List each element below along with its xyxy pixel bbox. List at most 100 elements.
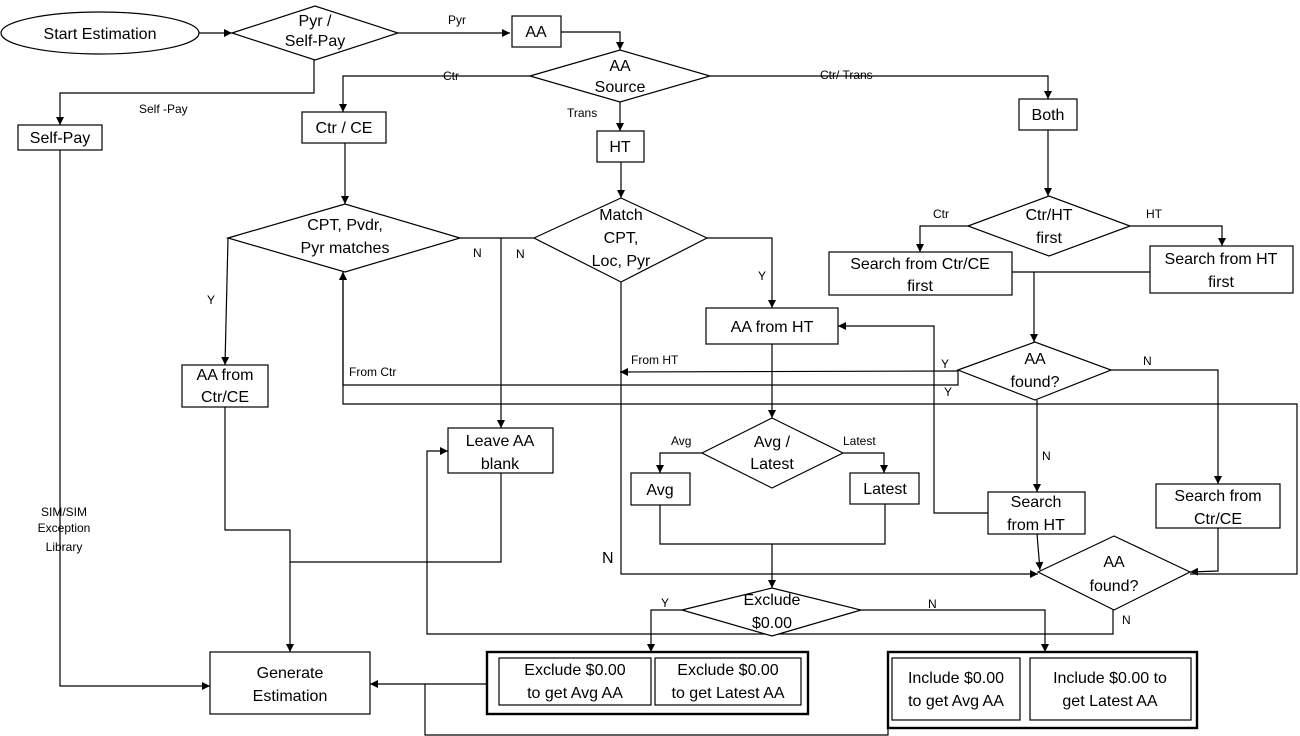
aa-from-ht-label: AA from HT [731,319,814,336]
excl-latest-line2: to get Latest AA [672,685,785,702]
exclude-line2: $0.00 [752,615,792,632]
aa-from-ctrce-line2: Ctr/CE [201,389,249,406]
exclude-latest-box: Exclude $0.00 to get Latest AA [654,657,802,706]
cpt-pvdr-decision: CPT, Pvdr, Pyr matches [225,203,463,273]
exclude-line1: Exclude [744,592,801,609]
edge-label-y-found1a: Y [941,357,949,371]
edge-aafromctrce-to-generate [224,407,294,652]
aa-from-ht-box: AA from HT [705,307,839,345]
search-from-ht-line2: from HT [1007,517,1065,534]
ctr-ce-label: Ctr / CE [316,120,373,137]
edge-ctrht-to-ht-first [1130,225,1226,246]
match-cpt-decision: Match CPT, Loc, Pyr [532,197,709,283]
search-from-ht-line1: Search [1011,494,1062,511]
aa-found-decision-2: AA found? [1036,535,1192,611]
edge-found2-n-to-leave [426,447,1114,635]
incl-latest-line1: Include $0.00 to [1053,670,1167,687]
aa-source-decision: AA Source [527,49,713,103]
include-latest-box: Include $0.00 to get Latest AA [1029,657,1192,721]
edge-label-from-ctr: From Ctr [349,365,396,379]
edge-pyr-to-selfpay [56,60,315,125]
incl-avg-line1: Include $0.00 [908,670,1004,687]
avg-latest-decision: Avg / Latest [700,417,845,489]
pyr-selfpay-line2: Self-Pay [285,33,345,50]
search-ctrce-first-line1: Search from Ctr/CE [850,256,990,273]
edge-cpt-to-aafromctrce [221,237,230,366]
search-ht-first-line1: Search from HT [1165,251,1278,268]
edge-match-to-aafromht [707,237,776,308]
edge-label-n-cpt: N [473,246,482,260]
edge-ctrht-to-ctrce-first [916,225,968,252]
edge-selfpay-to-generate [59,150,210,690]
edge-label-from-ht: From HT [631,353,679,367]
edge-label-pyr: Pyr [448,13,466,27]
edge-label-trans: Trans [567,106,597,120]
avg-label: Avg [646,482,673,499]
selfpay-box: Self-Pay [17,124,103,151]
avg-box: Avg [630,472,691,506]
edge-label-ht-2: HT [1146,207,1163,221]
cpt-pvdr-line1: CPT, Pvdr, [307,217,383,234]
avg-latest-line2: Latest [750,456,794,473]
edge-label-n-match: N [516,247,525,261]
aa-label: AA [525,24,547,41]
ctrht-first-line1: Ctr/HT [1025,207,1072,224]
edge-exclude-n [861,609,1049,652]
generate-line1: Generate [257,665,324,682]
aa-found1-line1: AA [1024,351,1046,368]
edge-label-avg: Avg [671,434,691,448]
ht-box: HT [596,130,645,163]
exclude-group-frame [485,650,810,716]
ht-label: HT [609,139,631,156]
latest-label: Latest [863,481,907,498]
ctrht-first-line2: first [1036,230,1062,247]
edge-found1-fromht [619,367,959,376]
edge-inclgroup-to-generate [424,684,889,736]
edge-match-n-down [620,282,1038,578]
search-ht-first-box: Search from HT first [1149,245,1294,294]
search-from-ctrce-line2: Ctr/CE [1194,511,1242,528]
leave-blank-line2: blank [481,456,520,473]
edge-label-y-exclude: Y [661,596,669,610]
aa-found1-line2: found? [1011,374,1060,391]
aa-box: AA [511,15,562,48]
edge-found1-to-searchctrce [1110,369,1222,484]
edge-avg-latest-merge [659,504,886,588]
edge-label-ctr: Ctr [443,69,459,83]
include-avg-box: Include $0.00 to get Avg AA [891,657,1021,721]
aa-source-line1: AA [609,58,631,75]
edge-label-n-found2: N [1122,613,1131,627]
edge-label-ctr-2: Ctr [933,207,949,221]
start-label: Start Estimation [44,26,157,43]
edge-label-n-big: N [602,550,614,567]
aa-from-ctrce-box: AA from Ctr/CE [181,364,269,408]
cpt-pvdr-line2: Pyr matches [301,240,390,257]
search-from-ctrce-box: Search from Ctr/CE [1155,483,1281,529]
generate-estimation-box: Generate Estimation [209,651,371,715]
leave-blank-line1: Leave AA [466,433,535,450]
excl-latest-line1: Exclude $0.00 [677,662,779,679]
edge-found2-y-back [339,272,1298,575]
include-group-frame [886,650,1199,730]
search-ctrce-first-line2: first [907,278,933,295]
match-cpt-line3: Loc, Pyr [592,253,651,270]
excl-avg-line1: Exclude $0.00 [524,662,626,679]
edge-source-to-both [710,75,1052,99]
edge-label-ctr-trans: Ctr/ Trans [820,68,873,82]
incl-avg-line2: to get Avg AA [908,693,1004,710]
aa-found-decision-1: AA found? [956,341,1113,401]
search-from-ht-box: Search from HT [987,491,1086,535]
aa-found2-line2: found? [1090,578,1139,595]
edge-label-n-exclude: N [928,597,937,611]
aa-source-line2: Source [595,79,646,96]
selfpay-label: Self-Pay [30,130,90,147]
edge-label-self-pay: Self -Pay [139,102,188,116]
edge-cpt-to-leave [460,237,505,428]
search-ctrce-first-box: Search from Ctr/CE first [828,251,1013,296]
excl-avg-line2: to get Avg AA [527,685,623,702]
match-cpt-line1: Match [599,207,643,224]
edge-searchht-back-to-aafromht [838,322,988,514]
edge-label-latest: Latest [843,434,876,448]
edge-label-sim-line3: Library [46,540,83,554]
